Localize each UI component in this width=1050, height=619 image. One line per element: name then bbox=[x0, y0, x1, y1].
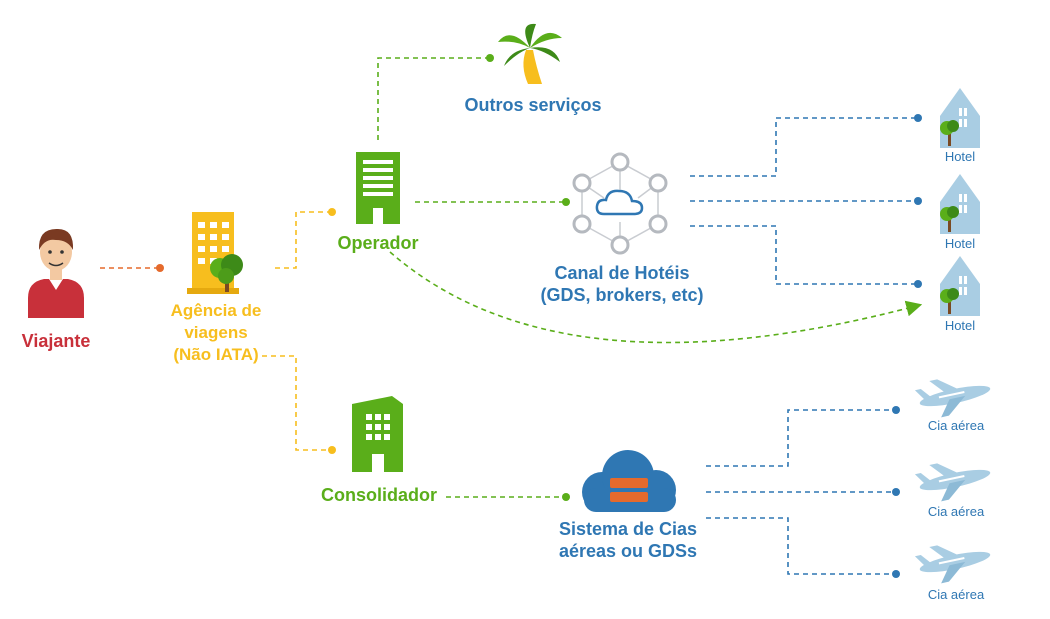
airline-label: Cia aérea bbox=[927, 587, 985, 602]
agencia-label-line-3: (Não IATA) bbox=[173, 345, 259, 364]
hotel-label: Hotel bbox=[944, 318, 976, 333]
building-icon bbox=[356, 152, 400, 224]
hotel-icon bbox=[940, 174, 980, 234]
connector-dot bbox=[328, 446, 336, 454]
connector-agencia-operador bbox=[275, 211, 332, 269]
connector-canal-hotel-1 bbox=[690, 117, 918, 177]
connector-dots bbox=[156, 54, 922, 578]
sistema-cias-label-line-2: aéreas ou GDSs bbox=[558, 541, 698, 561]
hotel-icon bbox=[940, 88, 980, 148]
outros-servicos-label: Outros serviços bbox=[464, 95, 602, 115]
connector-sistema-cia-3 bbox=[706, 517, 896, 575]
connectors bbox=[100, 57, 923, 575]
connector-dot bbox=[892, 488, 900, 496]
hotel-label: Hotel bbox=[944, 149, 976, 164]
tree-icon bbox=[210, 254, 243, 292]
connector-dot bbox=[156, 264, 164, 272]
person-icon bbox=[28, 228, 84, 318]
connector-dot bbox=[562, 493, 570, 501]
hotel-icon bbox=[940, 256, 980, 316]
connector-canal-hotel-3 bbox=[690, 225, 918, 285]
airline-label: Cia aérea bbox=[927, 418, 985, 433]
operador-label: Operador bbox=[337, 233, 419, 253]
consolidador-label: Consolidador bbox=[321, 485, 437, 505]
connector-agencia-consolidador bbox=[262, 355, 332, 451]
airplane-icon bbox=[914, 379, 991, 418]
connector-dot bbox=[328, 208, 336, 216]
connector-dot bbox=[562, 198, 570, 206]
hotel-label: Hotel bbox=[944, 236, 976, 251]
airline-label: Cia aérea bbox=[927, 504, 985, 519]
canal-hoteis-label-line-2: (GDS, brokers, etc) bbox=[540, 285, 704, 305]
canal-hoteis-label-line-1: Canal de Hotéis bbox=[554, 263, 690, 283]
connector-operador-hotel-direct bbox=[389, 251, 923, 344]
airplane-icon bbox=[914, 463, 991, 502]
connector-dot bbox=[486, 54, 494, 62]
agencia-label-line-2: viagens bbox=[184, 323, 248, 342]
building-icon bbox=[352, 396, 403, 472]
cloud-server-icon bbox=[582, 450, 676, 512]
viajante-label: Viajante bbox=[21, 331, 91, 351]
canal-hoteis-label: Canal de Hotéis (GDS, brokers, etc) bbox=[522, 262, 722, 306]
palm-tree-icon bbox=[498, 23, 562, 84]
sistema-cias-label: Sistema de Cias aéreas ou GDSs bbox=[536, 518, 720, 562]
connector-operador-outros bbox=[377, 57, 490, 140]
agencia-label: Agência de viagens (Não IATA) bbox=[150, 300, 282, 366]
connector-dot bbox=[914, 280, 922, 288]
connector-sistema-cia-1 bbox=[706, 409, 896, 467]
office-building-icon bbox=[187, 212, 243, 294]
connector-dot bbox=[892, 406, 900, 414]
airplane-icon bbox=[914, 545, 991, 584]
agencia-label-line-1: Agência de bbox=[170, 301, 262, 320]
sistema-cias-label-line-1: Sistema de Cias bbox=[558, 519, 698, 539]
connector-dot bbox=[892, 570, 900, 578]
cloud-network-icon bbox=[572, 152, 668, 255]
connector-dot bbox=[914, 197, 922, 205]
connector-dot bbox=[914, 114, 922, 122]
